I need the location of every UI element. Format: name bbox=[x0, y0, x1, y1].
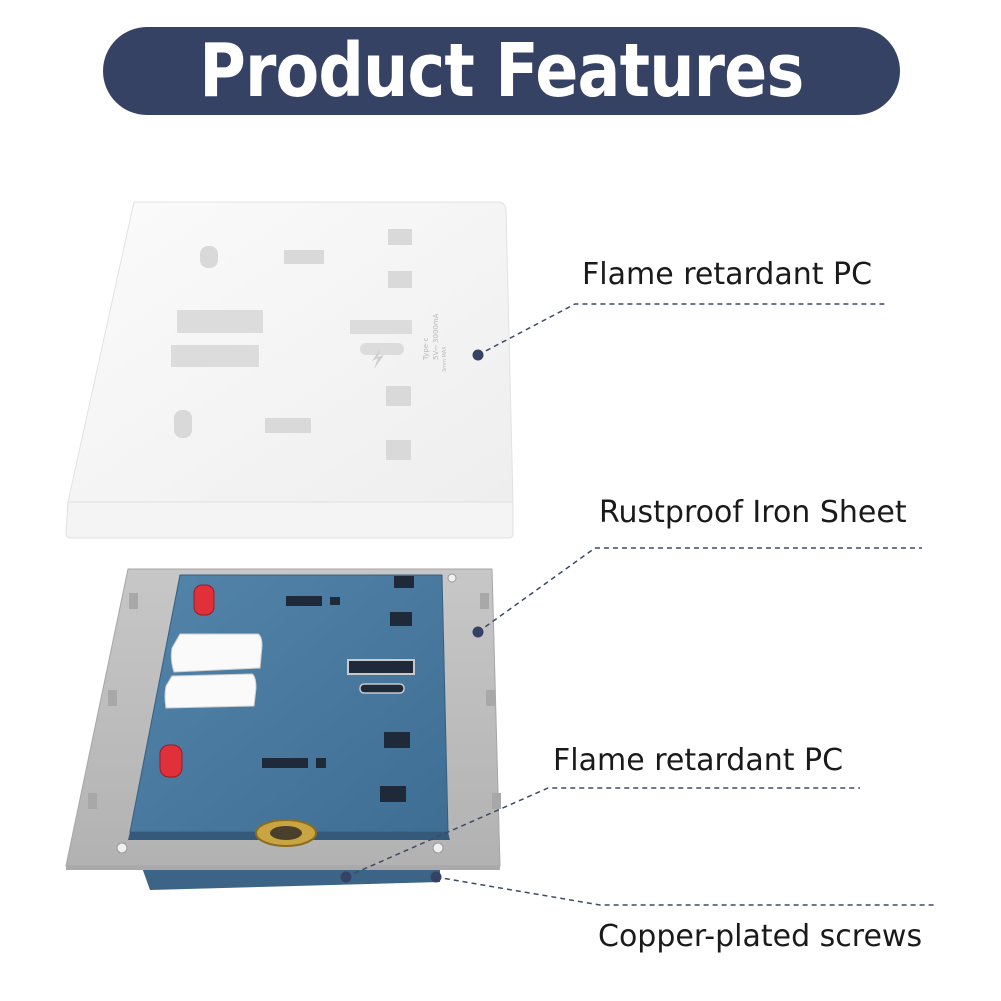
leader-dot-2 bbox=[472, 626, 484, 638]
rocker-switch-top bbox=[170, 633, 263, 673]
feature-label-module-body: Flame retardant PC bbox=[553, 743, 844, 778]
faceplate-marking-typec: Type-c bbox=[422, 337, 430, 361]
copper-plated-screw bbox=[255, 819, 317, 847]
leader-line-3 bbox=[345, 787, 860, 878]
indicator-light-bottom bbox=[159, 744, 183, 778]
white-faceplate: Type-c 5V⎓ 3000mA 3mm MAX bbox=[65, 201, 514, 539]
socket-module bbox=[65, 568, 501, 890]
leader-dot-3 bbox=[340, 871, 352, 883]
leader-line-1 bbox=[477, 303, 888, 356]
rocker-switch-bottom bbox=[164, 673, 257, 709]
leader-dot-1 bbox=[472, 349, 484, 361]
feature-label-top-plate: Flame retardant PC bbox=[582, 257, 873, 292]
leader-line-2 bbox=[477, 547, 922, 633]
faceplate-marking-small: 3mm MAX bbox=[442, 346, 448, 372]
leader-line-4 bbox=[435, 876, 937, 906]
title-banner: Product Features bbox=[103, 27, 900, 115]
leader-dot-4 bbox=[430, 871, 442, 883]
feature-label-screws: Copper-plated screws bbox=[598, 919, 923, 954]
indicator-light-top bbox=[193, 584, 215, 616]
faceplate-marking-rating: 5V⎓ 3000mA bbox=[432, 313, 440, 360]
usb-c-port bbox=[359, 683, 405, 694]
leader-lines bbox=[345, 303, 937, 906]
page-title: Product Features bbox=[199, 28, 804, 114]
usb-a-port bbox=[347, 659, 415, 675]
feature-label-iron-sheet: Rustproof Iron Sheet bbox=[599, 495, 907, 530]
